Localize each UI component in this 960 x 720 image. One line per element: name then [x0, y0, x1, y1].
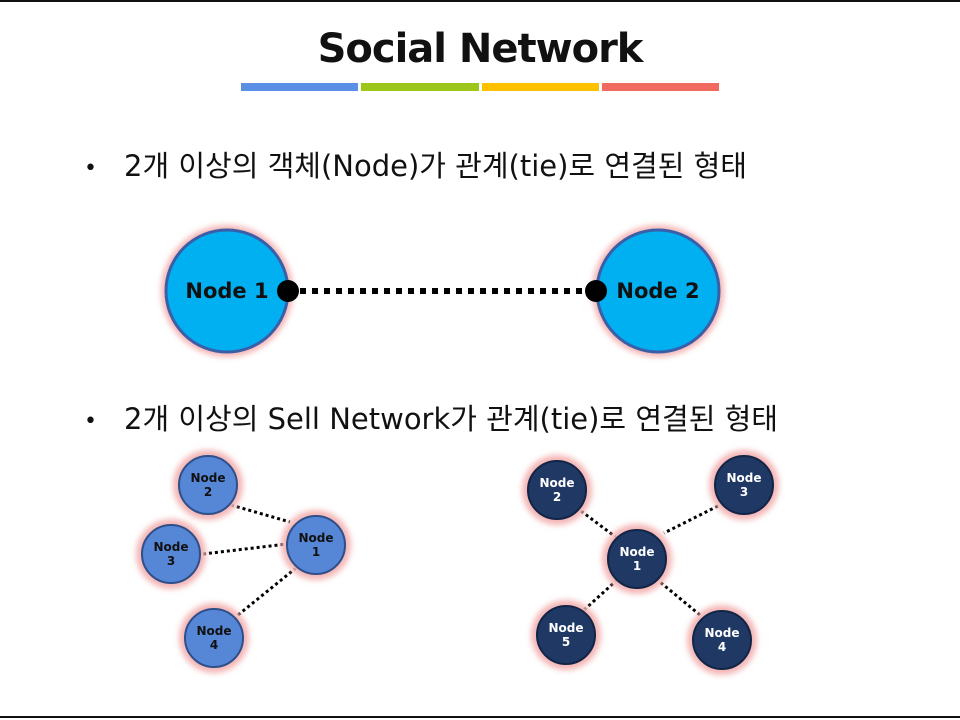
right-node-3: Node 3 [709, 450, 779, 520]
right-node-1-label: Node [619, 545, 654, 559]
left-node-4: Node 4 [179, 603, 249, 673]
left-node-1-number: 1 [312, 545, 320, 559]
tie-endpoint-left [277, 280, 299, 302]
right-node-2: Node 2 [522, 455, 592, 525]
tie-endpoint-right [585, 280, 607, 302]
left-node-3-label: Node [153, 540, 188, 554]
bullet-dot: • [84, 155, 97, 181]
edge-3-1 [663, 504, 719, 535]
left-network: Node 1 Node 2 Node 3 Node 4 [136, 450, 351, 673]
right-node-1-number: 1 [633, 559, 641, 573]
edge-4-1 [237, 566, 297, 617]
right-node-4-label: Node [704, 626, 739, 640]
node-2-circle: Node 2 [592, 225, 724, 357]
bullet-text: 2개 이상의 객체(Node)가 관계(tie)로 연결된 형태 [124, 149, 747, 183]
slide-top-border [0, 0, 960, 2]
left-node-3-number: 3 [167, 554, 175, 568]
left-node-4-number: 4 [210, 638, 218, 652]
edge-2-1 [580, 509, 618, 540]
left-node-4-label: Node [196, 624, 231, 638]
right-node-3-number: 3 [740, 485, 748, 499]
title-underline-segment-yellow [481, 83, 599, 91]
right-node-3-label: Node [726, 471, 761, 485]
title-underline-segment-red [601, 83, 719, 91]
slide-title: Social Network [317, 26, 644, 72]
right-node-2-number: 2 [553, 490, 561, 504]
edge-3-1 [202, 542, 288, 556]
right-node-5-label: Node [548, 621, 583, 635]
left-node-1: Node 1 [281, 510, 351, 580]
right-node-4: Node 4 [687, 605, 757, 675]
left-node-3: Node 3 [136, 519, 206, 589]
bullet-item-network-ties: • 2개 이상의 Sell Network가 관계(tie)로 연결된 형태 [84, 396, 778, 438]
right-node-5: Node 5 [531, 600, 601, 670]
left-node-1-label: Node [298, 531, 333, 545]
edge-5-1 [582, 578, 619, 612]
title-underline-segment-blue [241, 83, 359, 91]
right-node-5-number: 5 [562, 635, 570, 649]
bullet-dot: • [84, 408, 97, 434]
edge-4-1 [659, 580, 701, 617]
title-underline [241, 83, 719, 91]
right-node-1: Node 1 [602, 524, 672, 594]
left-node-2-number: 2 [204, 485, 212, 499]
left-node-2: Node 2 [173, 450, 243, 520]
right-network: Node 1 Node 2 Node 3 Node 4 Node 5 [522, 450, 779, 675]
right-node-2-label: Node [539, 476, 574, 490]
left-node-2-label: Node [190, 471, 225, 485]
right-node-4-number: 4 [718, 640, 726, 654]
slide-bottom-border [0, 716, 960, 718]
bullet-item-node-ties: • 2개 이상의 객체(Node)가 관계(tie)로 연결된 형태 [84, 143, 747, 185]
node-1-label: Node 1 [185, 279, 268, 303]
bullet-text: 2개 이상의 Sell Network가 관계(tie)로 연결된 형태 [124, 402, 778, 436]
node-2-label: Node 2 [616, 279, 699, 303]
node-1-circle: Node 1 [161, 225, 293, 357]
title-underline-segment-green [361, 83, 479, 91]
top-node-pair: Node 1 Node 2 [161, 225, 724, 357]
edge-2-1 [230, 503, 291, 524]
